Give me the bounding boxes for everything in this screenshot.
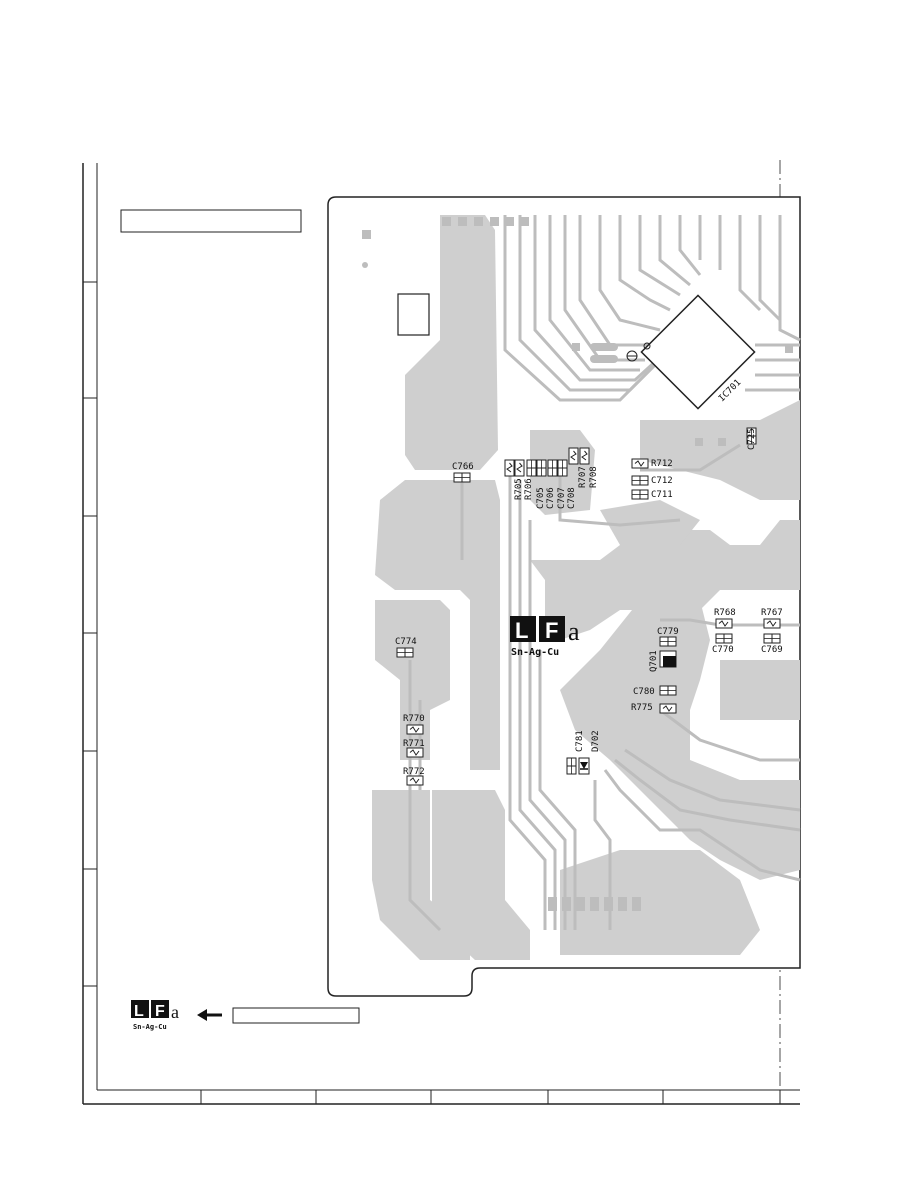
footprint-r707	[568, 447, 579, 465]
footprint-c781	[566, 757, 577, 775]
ic701-package	[626, 294, 756, 410]
legend-lfa-a: a	[171, 1002, 179, 1022]
footprint-r705	[504, 459, 515, 477]
footprint-c766	[453, 472, 471, 483]
footprint-r772	[406, 775, 424, 786]
legend-lfa-l: L	[134, 1003, 144, 1020]
label-q701: Q701	[649, 650, 659, 672]
label-r706: R706	[524, 478, 534, 500]
footprint-c711	[631, 489, 649, 500]
lead-free-mark: L F a Sn-Ag-Cu	[510, 616, 580, 658]
footprint-c770	[715, 633, 733, 644]
footprint-q701	[659, 650, 677, 668]
label-c705: C705	[536, 487, 546, 509]
label-r771: R771	[403, 739, 425, 749]
connector-outline	[397, 293, 430, 336]
title-box	[120, 209, 302, 233]
footprint-r712	[631, 458, 649, 469]
legend-lfa-f: F	[155, 1003, 165, 1020]
label-c706: C706	[546, 487, 556, 509]
label-r712: R712	[651, 459, 673, 469]
label-c769: C769	[761, 645, 783, 655]
footprint-r775	[659, 703, 677, 714]
footprint-c707	[547, 459, 558, 477]
footprint-r708	[579, 447, 590, 465]
label-c781: C781	[575, 730, 585, 752]
footprint-r767	[763, 618, 781, 629]
footprint-r771	[406, 747, 424, 758]
label-r705: R705	[514, 478, 524, 500]
label-r707: R707	[578, 466, 588, 488]
label-c707: C707	[557, 487, 567, 509]
label-r775: R775	[631, 703, 653, 713]
label-r772: R772	[403, 767, 425, 777]
footprint-c708	[557, 459, 568, 477]
label-c711: C711	[651, 490, 673, 500]
footprint-c779	[659, 636, 677, 647]
label-c766: C766	[452, 462, 474, 472]
label-r770: R770	[403, 714, 425, 724]
footprint-r706	[514, 459, 525, 477]
label-c770: C770	[712, 645, 734, 655]
label-c725: C725	[747, 428, 757, 450]
footprint-c725	[746, 427, 757, 445]
label-c774: C774	[395, 637, 417, 647]
footprint-d702	[578, 757, 590, 775]
footprint-r770	[406, 724, 424, 735]
lfa-alloy: Sn-Ag-Cu	[511, 647, 559, 658]
label-c708: C708	[567, 487, 577, 509]
legend-lfa-alloy: Sn-Ag-Cu	[133, 1023, 167, 1031]
legend-box	[232, 1007, 360, 1024]
label-r767: R767	[761, 608, 783, 618]
pcb-board	[327, 196, 801, 997]
label-r768: R768	[714, 608, 736, 618]
footprint-r768	[715, 618, 733, 629]
legend-lead-free-mark: L F a Sn-Ag-Cu	[131, 1000, 179, 1031]
lfa-l: L	[515, 618, 528, 643]
footprint-c712	[631, 475, 649, 486]
label-c712: C712	[651, 476, 673, 486]
footprint-c706	[536, 459, 547, 477]
footprint-c780	[659, 685, 677, 696]
label-r708: R708	[589, 466, 599, 488]
left-arrow-icon	[197, 1009, 222, 1021]
footprint-c705	[526, 459, 537, 477]
label-d702: D702	[591, 730, 601, 752]
lfa-a: a	[568, 617, 580, 646]
lfa-f: F	[545, 618, 558, 643]
label-c779: C779	[657, 627, 679, 637]
footprint-c769	[763, 633, 781, 644]
label-c780: C780	[633, 687, 655, 697]
footprint-c774	[396, 647, 414, 658]
